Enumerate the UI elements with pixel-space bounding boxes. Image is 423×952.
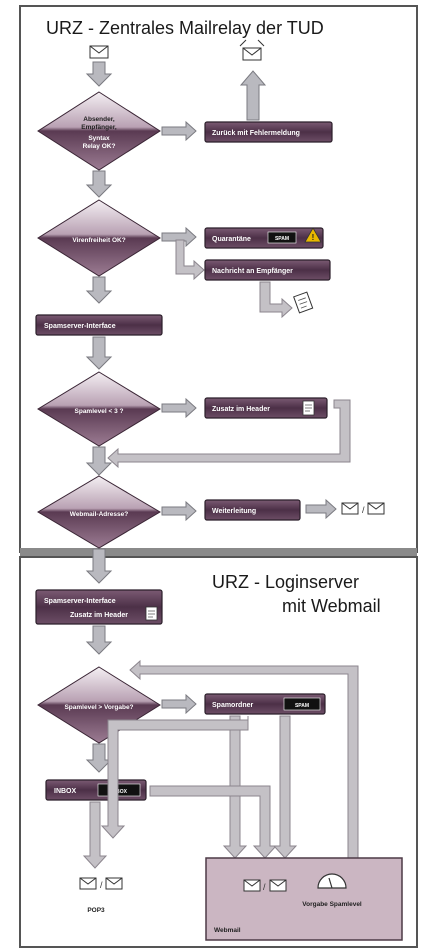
document-icon [145, 606, 158, 621]
svg-text:/: / [100, 880, 103, 890]
document-icon [302, 400, 315, 416]
box-inbox: INBOX INBOX [45, 779, 147, 801]
box-spamserver-interface: Spamserver-Interface [35, 314, 163, 336]
returned-envelope-icon [239, 39, 265, 61]
decision-webmail-label: Webmail-Adresse? [70, 511, 128, 518]
decision-webmail-adresse: Webmail-Adresse? [37, 475, 161, 549]
box-weiterleitung: Weiterleitung [204, 499, 301, 521]
box-spamordner-label: Spamordner [212, 702, 254, 709]
decision-relay-label-3: Syntax [88, 135, 110, 142]
spam-badge [267, 231, 297, 244]
envelope-icon: / [243, 879, 287, 892]
webmail-area: Webmail / Vorgabe Spamlevel [205, 857, 403, 941]
spam-badge-label: SPAM [295, 703, 309, 709]
flow-arrow-down [85, 170, 113, 198]
relay-title: URZ - Zentrales Mailrelay der TUD [46, 18, 324, 38]
box-spamserver2-label-2: Zusatz im Header [70, 612, 128, 619]
flow-pipe-return [129, 659, 359, 861]
flow-pipe [82, 801, 108, 869]
gauge-icon [317, 873, 347, 889]
svg-text:/: / [362, 505, 365, 515]
vorgabe-spamlevel-label: Vorgabe Spamlevel [302, 901, 362, 908]
svg-text:!: ! [312, 233, 315, 242]
flow-arrow-down [85, 743, 113, 773]
flow-arrow-down [85, 61, 113, 87]
inbox-badge-label: INBOX [111, 789, 128, 795]
flow-arrow-right [161, 120, 197, 142]
spam-badge-label: SPAM [275, 236, 289, 242]
decision-spamlevel-label: Spamlevel < 3 ? [75, 408, 124, 415]
flow-arrow-down [85, 548, 113, 584]
box-spamserver-interface-header: Spamserver-Interface Zusatz im Header [35, 589, 163, 625]
decision-relay-label-1: Absender, [83, 116, 115, 123]
decision-virenfreiheit: Virenfreiheit OK? [37, 199, 161, 277]
envelope-icon: / [341, 502, 385, 515]
document-icon [293, 291, 314, 314]
envelope-icon: / [79, 877, 123, 890]
loginserver-title-line1: URZ - Loginserver [212, 572, 359, 592]
spam-badge [283, 697, 321, 711]
envelope-icon [89, 45, 109, 59]
flow-pipe-return [107, 399, 351, 469]
flow-pipe [100, 716, 249, 839]
loginserver-title-line2: mit Webmail [282, 596, 381, 616]
flow-pipe [175, 239, 205, 281]
flow-arrow-down [85, 276, 113, 304]
box-weiterleitung-label: Weiterleitung [212, 508, 256, 515]
decision-virenfreiheit-label: Virenfreiheit OK? [72, 237, 125, 244]
box-nachricht-an-empfaenger: Nachricht an Empfänger [204, 259, 331, 281]
flow-arrow-down [85, 446, 113, 476]
box-quarantaene: Quarantäne SPAM ! [204, 227, 324, 249]
flow-arrow-right [161, 500, 197, 522]
box-inbox-label: INBOX [54, 788, 77, 795]
box-spamserver2-label-1: Spamserver-Interface [44, 598, 116, 605]
decision-relay-check: Absender, Empfänger, Syntax Relay OK? [37, 91, 161, 171]
panel-divider [20, 548, 417, 557]
flow-arrow-right [305, 498, 337, 520]
decision-relay-label-2: Empfänger, [81, 124, 117, 131]
flow-arrow-down [85, 625, 113, 655]
pop3-label: POP3 [87, 907, 105, 914]
flow-arrow-up [239, 70, 267, 121]
box-zurueck-label: Zurück mit Fehlermeldung [212, 130, 300, 137]
flow-arrow-right [161, 226, 197, 248]
box-nachricht-label: Nachricht an Empfänger [212, 268, 293, 275]
warning-icon: ! [304, 227, 322, 243]
flow-pipe [149, 785, 278, 859]
flow-arrow-right [161, 693, 197, 715]
box-zusatz-label: Zusatz im Header [212, 406, 270, 413]
decision-vorgabe-label: Spamlevel > Vorgabe? [64, 704, 133, 711]
flow-pipe [272, 715, 298, 859]
flow-pipe [259, 281, 293, 319]
flow-arrow-down [85, 336, 113, 370]
flow-arrow-right [161, 397, 197, 419]
box-spamordner: Spamordner SPAM [204, 693, 326, 715]
decision-relay-label-4: Relay OK? [83, 143, 116, 150]
decision-spamlevel-lt-3: Spamlevel < 3 ? [37, 371, 161, 447]
webmail-label: Webmail [214, 927, 241, 934]
box-zusatz-im-header: Zusatz im Header [204, 397, 328, 419]
box-zurueck-mit-fehlermeldung: Zurück mit Fehlermeldung [204, 121, 333, 143]
box-quarantaene-label: Quarantäne [212, 236, 251, 243]
svg-text:/: / [263, 882, 266, 892]
box-spamserver-label: Spamserver-Interface [44, 323, 116, 330]
